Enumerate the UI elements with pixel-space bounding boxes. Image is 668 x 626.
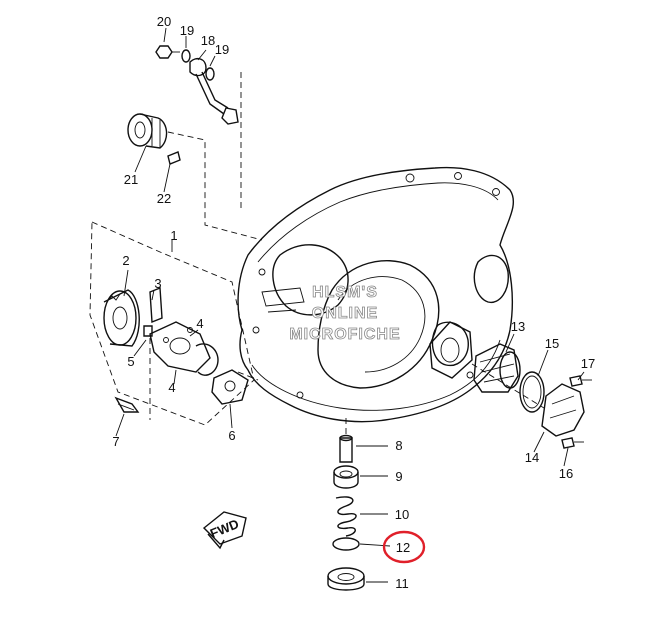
callout-21: 21 (124, 172, 138, 187)
callout-17: 17 (581, 356, 595, 371)
callout-13: 13 (511, 319, 525, 334)
callout-15: 15 (545, 336, 559, 351)
callout-4-lower: 4 (168, 380, 175, 395)
callout-20: 20 (157, 14, 171, 29)
callout-14: 14 (525, 450, 539, 465)
forward-label: FWD (208, 516, 241, 541)
callout-10: 10 (395, 507, 409, 522)
callout-22: 22 (157, 191, 171, 206)
watermark: HLSM'S ONLINE MICROFICHE (289, 284, 400, 344)
relief-valve-stack (327, 418, 391, 591)
callout-labels: 20 19 18 19 21 22 1 2 3 4 4 5 6 7 8 9 10… (112, 14, 595, 591)
callout-11: 11 (395, 576, 409, 591)
callout-8: 8 (395, 438, 402, 453)
callout-12: 12 (396, 540, 410, 555)
oil-pump-assembly (89, 221, 259, 437)
drive-gear-assembly (127, 113, 263, 241)
callout-16: 16 (559, 466, 573, 481)
callout-1: 1 (170, 228, 177, 243)
callout-6: 6 (228, 428, 235, 443)
highlight-ring-callout-12 (382, 530, 426, 564)
callout-4-upper: 4 (196, 316, 203, 331)
callout-5: 5 (127, 354, 134, 369)
callout-19-lower: 19 (215, 42, 229, 57)
watermark-line-2: ONLINE (312, 305, 378, 322)
callout-19-upper: 19 (180, 23, 194, 38)
callout-3: 3 (154, 276, 161, 291)
callout-18: 18 (201, 33, 215, 48)
callout-2: 2 (122, 253, 129, 268)
crankcase-housing (237, 166, 515, 423)
forward-direction-arrow: FWD (202, 511, 247, 550)
oil-filter-assembly (429, 321, 592, 467)
watermark-line-1: HLSM'S (312, 284, 378, 301)
oil-delivery-pipe-assembly (155, 27, 242, 212)
callout-7: 7 (112, 434, 119, 449)
callout-9: 9 (395, 469, 402, 484)
watermark-line-3: MICROFICHE (289, 326, 400, 343)
